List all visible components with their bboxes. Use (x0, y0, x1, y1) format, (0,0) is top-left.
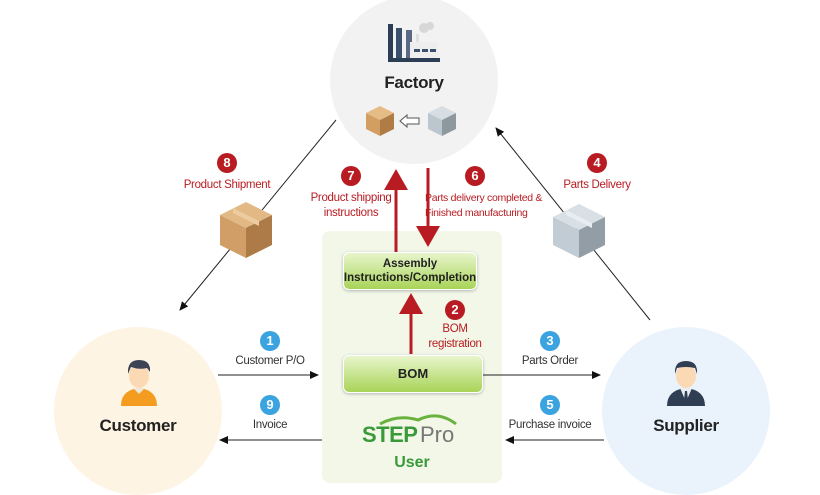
step-label-product-shipment: Product Shipment (183, 179, 271, 191)
step-label-bom-2: registration (428, 338, 482, 350)
step-label-parts-order: Parts Order (521, 355, 579, 367)
step-badge-4: 4 (587, 153, 607, 173)
factory-label: Factory (384, 73, 444, 92)
step-label-bom-1: BOM (442, 323, 468, 335)
step-label-product-shipping-1: Product shipping (310, 192, 392, 204)
bom-box: BOM (343, 355, 483, 393)
step-badge-9: 9 (260, 395, 280, 415)
assembly-line-1: Assembly (382, 258, 438, 270)
businessman-icon (667, 361, 705, 406)
step-badge-5: 5 (540, 395, 560, 415)
step-label-invoice: Invoice (252, 419, 288, 431)
parts-box-icon (553, 204, 605, 258)
left-arrow-icon (399, 114, 420, 128)
factory-icon (388, 22, 440, 62)
assembly-line-2: Instructions/Completion (343, 272, 477, 284)
supplier-node (602, 327, 770, 495)
logo-arc (379, 414, 457, 426)
step-label-parts-completed-2: Finished manufacturing (425, 207, 528, 219)
brown-box-icon (366, 106, 394, 136)
step-label-product-shipping-2: instructions (323, 207, 379, 219)
user-label: User (394, 454, 430, 471)
shipment-box-icon (220, 202, 272, 258)
person-icon (121, 360, 157, 406)
step-badge-7: 7 (341, 166, 361, 186)
customer-label: Customer (99, 416, 177, 435)
step-badge-1: 1 (260, 331, 280, 351)
step-badge-6: 6 (465, 166, 485, 186)
logo-step: STEP (362, 422, 418, 447)
step-label-purchase-invoice: Purchase invoice (508, 419, 592, 431)
step-label-parts-completed-1: Parts delivery completed & (425, 192, 543, 204)
step-badge-8: 8 (217, 153, 237, 173)
factory-node (330, 0, 498, 164)
step-badge-3: 3 (540, 331, 560, 351)
logo-pro: Pro (420, 422, 455, 447)
customer-node (54, 327, 222, 495)
gray-box-icon (428, 106, 456, 136)
supplier-label: Supplier (653, 416, 719, 435)
steppro-logo: STEP Pro (358, 412, 468, 447)
step-label-parts-delivery: Parts Delivery (563, 179, 631, 191)
step-label-customer-po: Customer P/O (235, 355, 305, 367)
step-badge-2: 2 (445, 300, 465, 320)
